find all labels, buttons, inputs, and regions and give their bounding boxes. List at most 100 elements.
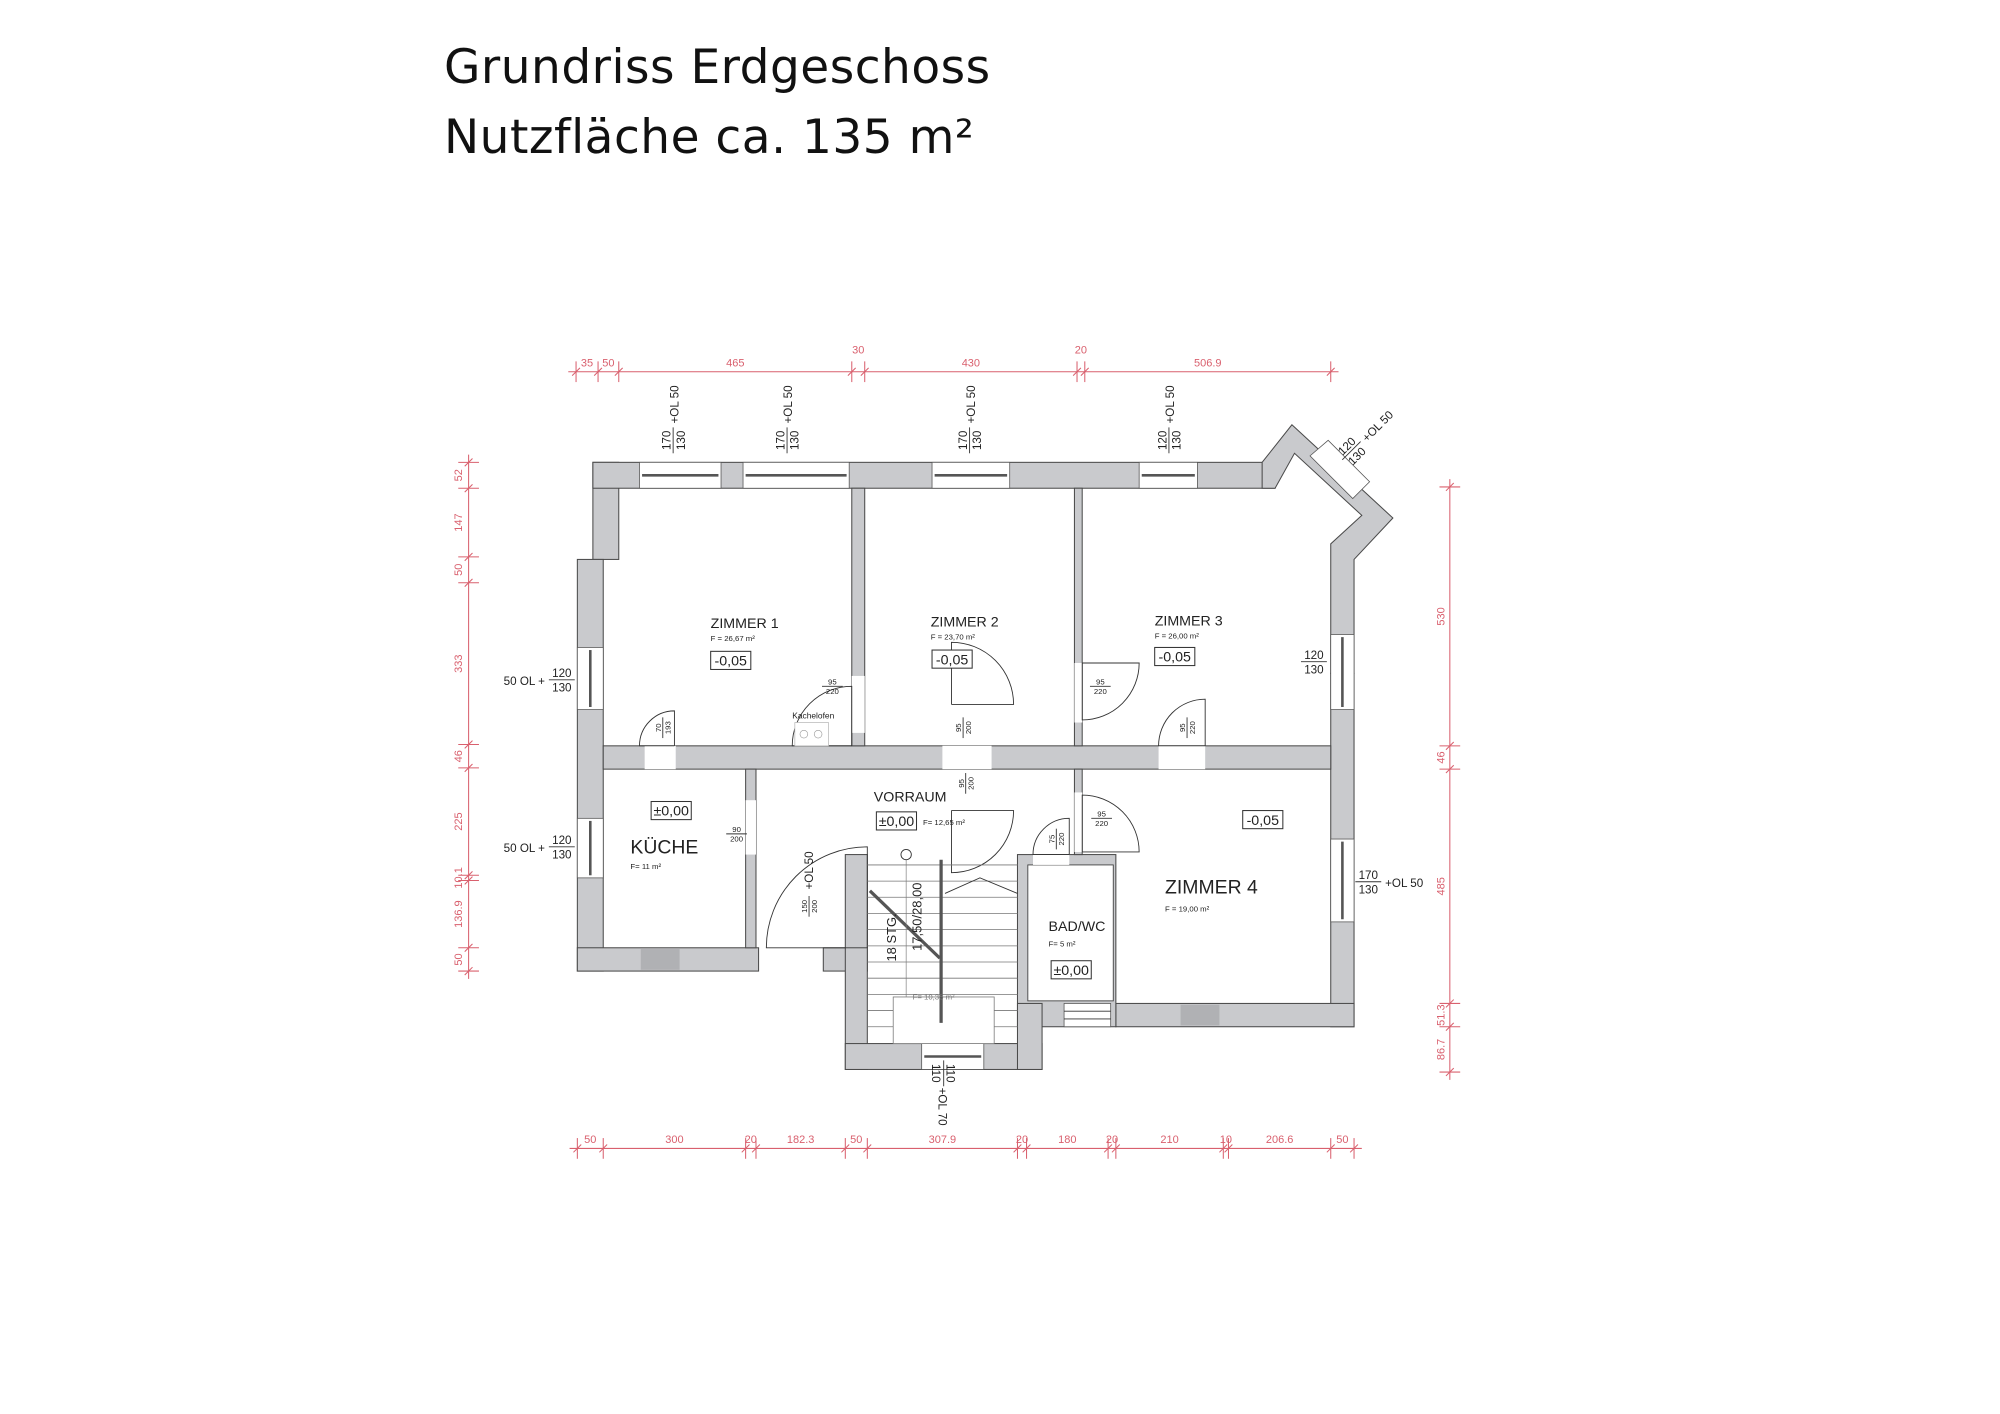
stair-area: F= 10,35 m²: [913, 993, 955, 1002]
floor-level: -0,05: [936, 652, 969, 668]
wall-bay: [1261, 424, 1394, 674]
dimension-tick: [1445, 999, 1455, 1008]
dimension-tick: [571, 367, 581, 376]
door-opening: [1158, 745, 1206, 770]
dimension-label: 52: [453, 469, 465, 481]
door-swing: [951, 810, 1015, 874]
wall-kitchen: [745, 768, 757, 949]
dimension-tick: [464, 871, 473, 880]
window-height: 130: [675, 430, 688, 450]
wall-stair-left: [844, 854, 868, 1070]
door-height: 200: [810, 900, 819, 913]
dimension-label: 10: [1220, 1134, 1232, 1146]
door-height: 193: [664, 721, 673, 734]
window-height: 110: [929, 1064, 942, 1083]
door-swing: [639, 710, 675, 747]
window-height: 130: [1304, 663, 1324, 676]
door-height: 220: [1057, 833, 1066, 846]
dimension-label: 506.9: [1194, 358, 1222, 370]
room-name: ZIMMER 2: [931, 615, 999, 631]
dimension-label: 20: [1075, 345, 1087, 357]
wall-bottom-right: [1115, 1002, 1355, 1028]
door-height: 220: [1095, 819, 1108, 828]
window-note: +OL 70: [936, 1088, 949, 1127]
steps-outside: [1063, 1003, 1112, 1028]
window-width: 170: [957, 430, 970, 450]
door-width: 75: [1047, 835, 1056, 844]
dimension-label: 430: [962, 358, 980, 370]
dimension-label: 210: [1160, 1134, 1178, 1146]
window-note: +OL 50: [782, 385, 795, 424]
door-height: 200: [964, 721, 973, 734]
door-opening: [1033, 854, 1070, 865]
floor-level: ±0,00: [653, 804, 689, 820]
dimension-tick: [1103, 1144, 1113, 1153]
door-width: 95: [1178, 723, 1187, 732]
window-width: 120: [552, 667, 572, 680]
room-name: KÜCHE: [630, 836, 698, 858]
window-width: 120: [1156, 430, 1169, 450]
window-note: +OL 50: [1164, 385, 1177, 424]
room-name: BAD/WC: [1049, 919, 1106, 935]
dimension-tick: [464, 943, 473, 953]
stove-label: Kachelofen: [792, 711, 834, 721]
door-width: 95: [957, 779, 966, 788]
window-note: +OL 50: [668, 385, 681, 424]
dimension-tick: [464, 458, 473, 467]
window-bay: [1309, 439, 1371, 500]
window-width: 110: [943, 1064, 956, 1083]
dimension-label: 50: [850, 1134, 862, 1146]
dimension-tick: [1326, 367, 1335, 376]
dimension-tick: [1111, 1144, 1121, 1153]
door-opening: [942, 745, 992, 770]
window-width: 120: [552, 834, 572, 847]
room-area: F= 12,65 m²: [923, 818, 965, 827]
dimension-label: 46: [453, 750, 465, 762]
dimension-label: 485: [1436, 877, 1448, 895]
floor-level: -0,05: [1247, 813, 1280, 829]
window-height: 130: [971, 430, 984, 450]
door-opening: [851, 675, 865, 733]
floor-level: ±0,00: [1053, 963, 1089, 979]
dimension-tick: [1224, 1144, 1233, 1153]
dimension-tick: [1445, 764, 1455, 774]
floor-level-box: [710, 650, 752, 670]
stair-start-marker: [900, 848, 912, 861]
dimension-tick: [1445, 1022, 1455, 1031]
dimension-tick: [751, 1144, 761, 1153]
dimension-label: 182.3: [787, 1134, 815, 1146]
window-note: 50 OL +: [504, 675, 546, 688]
door-swing: [765, 846, 868, 949]
stair-direction: [944, 877, 1018, 894]
door-width: 95: [1096, 677, 1105, 686]
stair-cut-line: [868, 889, 941, 960]
dimension-label: 50: [584, 1134, 596, 1146]
dimension-tick: [593, 367, 603, 376]
window-height: 130: [552, 681, 572, 694]
wall-patch: [640, 949, 680, 970]
door-swing: [1158, 698, 1206, 747]
window-height: 130: [1171, 430, 1184, 450]
dimension-label: 136.9: [453, 900, 465, 928]
dimension-tick: [1219, 1144, 1228, 1153]
window-note: +OL 50: [1385, 877, 1424, 890]
dimension-tick: [1013, 1144, 1022, 1153]
dimension-tick: [1445, 482, 1455, 492]
door-width: 150: [800, 900, 809, 913]
dimension-label: 46: [1436, 751, 1448, 763]
door-width: 95: [954, 723, 963, 732]
room-name: ZIMMER 1: [711, 616, 779, 632]
floor-level-box: [875, 811, 918, 831]
window-note: +OL 50: [965, 385, 978, 424]
dimension-label: 30: [852, 345, 864, 357]
